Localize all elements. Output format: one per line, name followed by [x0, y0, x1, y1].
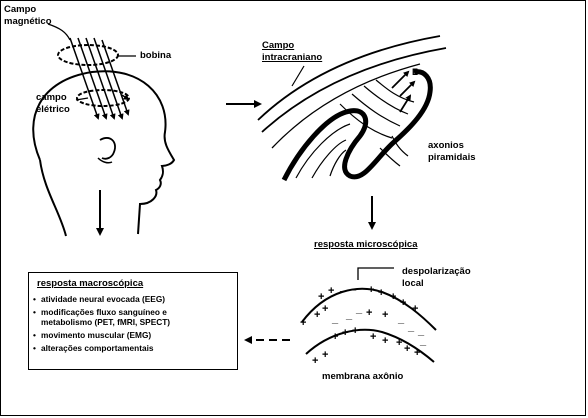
intracranial-field-label: Campo intracraniano: [262, 40, 322, 64]
coil-label: bobina: [140, 50, 171, 62]
svg-text:+: +: [342, 327, 348, 339]
axon-membrane-label: membrana axônio: [322, 371, 403, 383]
head-back: [40, 160, 66, 236]
svg-text:+: +: [332, 331, 338, 343]
magnetic-field-label-line2: magnético: [4, 16, 52, 28]
depolarization-label: despolarização local: [402, 266, 471, 290]
svg-text:+: +: [382, 335, 388, 347]
svg-text:+: +: [400, 297, 406, 309]
macroscopic-response-box: resposta macroscópica atividade neural e…: [28, 272, 238, 370]
svg-text:_: _: [331, 313, 339, 325]
svg-text:_: _: [407, 321, 415, 333]
magnetic-field-label-line1: Campo: [4, 4, 52, 16]
ear: [100, 138, 115, 159]
svg-text:_: _: [345, 309, 353, 321]
svg-text:_: _: [349, 280, 357, 292]
svg-text:+: +: [396, 337, 402, 349]
svg-text:+: +: [382, 309, 388, 321]
charge-markers: ++_ __+ +++ + +++ ___ ++_ __ +++ +++ ++ …: [300, 279, 427, 367]
svg-text:+: +: [414, 347, 420, 359]
svg-text:+: +: [412, 303, 418, 315]
svg-text:+: +: [404, 343, 410, 355]
macro-item-emg: movimento muscular (EMG): [33, 330, 170, 340]
electric-field-label-line2: elétrico: [36, 104, 70, 116]
svg-text:+: +: [366, 307, 372, 319]
depolarization-label-line1: despolarização: [402, 266, 471, 278]
svg-text:_: _: [359, 279, 367, 291]
svg-text:_: _: [339, 281, 347, 293]
svg-text:+: +: [370, 331, 376, 343]
svg-text:_: _: [419, 335, 427, 347]
svg-text:+: +: [328, 285, 334, 297]
svg-text:_: _: [355, 303, 363, 315]
macro-item-eeg: atividade neural evocada (EEG): [33, 294, 170, 304]
svg-text:+: +: [300, 317, 306, 329]
svg-text:+: +: [390, 291, 396, 303]
pyramidal-axons-label-line1: axonios: [428, 140, 476, 152]
svg-text:+: +: [368, 284, 374, 296]
svg-text:+: +: [352, 325, 358, 337]
macroscopic-response-title: resposta macroscópica: [37, 278, 143, 289]
macro-item-blood-flow: modificações fluxo sanguíneo e: [33, 307, 170, 317]
microscopic-response-title: resposta microscópica: [314, 239, 418, 251]
svg-text:+: +: [312, 355, 318, 367]
depolarization-label-line2: local: [402, 278, 471, 290]
electric-field-label: campo elétrico: [36, 92, 70, 116]
svg-text:+: +: [314, 309, 320, 321]
pyramidal-axons-label-line2: piramidais: [428, 152, 476, 164]
field-symbol-label: E: [412, 66, 418, 78]
pyramidal-axons-label: axonios piramidais: [428, 140, 476, 164]
magnetic-field-label: Campo magnético: [4, 4, 52, 28]
macro-item-metabolism: metabolismo (PET, fMRI, SPECT): [33, 317, 170, 327]
intracranial-field-label-line2: intracraniano: [262, 52, 322, 64]
macroscopic-response-list: atividade neural evocada (EEG) modificaç…: [33, 294, 170, 356]
svg-text:+: +: [318, 291, 324, 303]
svg-text:+: +: [322, 303, 328, 315]
intracranial-field-label-line1: Campo: [262, 40, 322, 52]
svg-text:+: +: [378, 287, 384, 299]
svg-text:+: +: [322, 349, 328, 361]
electric-field-label-line1: campo: [36, 92, 70, 104]
svg-text:_: _: [397, 313, 405, 325]
macro-item-behavior: alterações comportamentais: [33, 343, 170, 353]
